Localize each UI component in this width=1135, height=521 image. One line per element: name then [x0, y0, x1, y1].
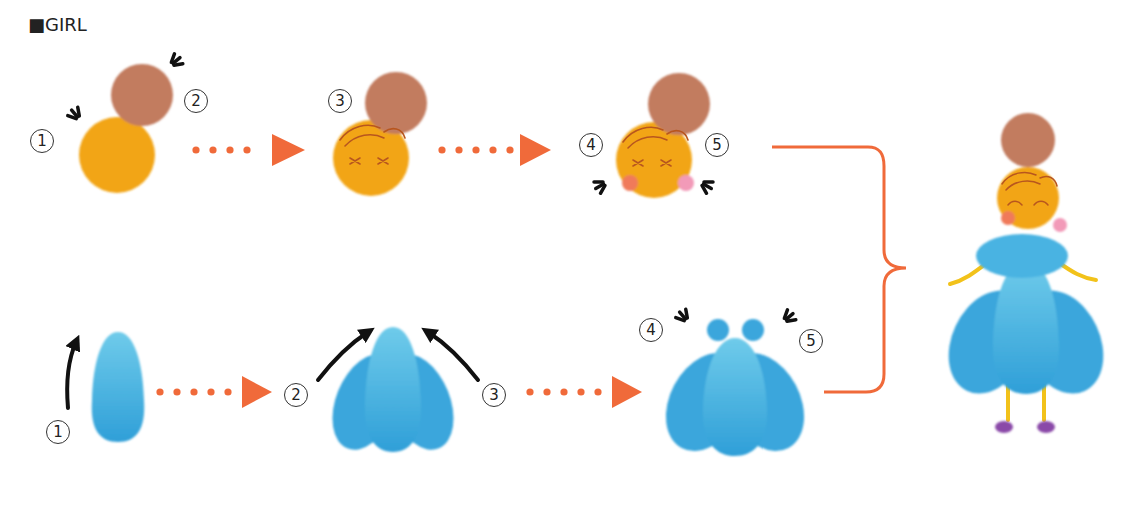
- tick-stroke: [786, 314, 793, 320]
- head-step-3: [616, 73, 710, 198]
- callout-number: 3: [328, 89, 352, 113]
- head-step-1: [79, 64, 173, 193]
- arrow-dot: [543, 388, 550, 395]
- arrow-dot: [226, 146, 233, 153]
- arrow-dot: [224, 388, 231, 395]
- callout-number: 3: [482, 383, 506, 407]
- tick-stroke: [686, 309, 688, 318]
- step-arrows: [156, 134, 642, 408]
- diagram-title: ■GIRL: [28, 14, 87, 36]
- tick-stroke: [680, 312, 686, 319]
- finished-girl: [933, 113, 1120, 433]
- callout-number: 2: [284, 383, 308, 407]
- emphasis-ticks: [68, 54, 796, 322]
- arrow-dot: [489, 146, 496, 153]
- arrow-dot: [438, 146, 445, 153]
- tick-stroke: [173, 58, 180, 64]
- arrow-dot: [192, 146, 199, 153]
- callout-number: 1: [30, 129, 54, 153]
- arrow-dot: [243, 146, 250, 153]
- direction-arrows: [67, 332, 478, 408]
- callout-number: 2: [184, 89, 208, 113]
- arrow-dot: [506, 146, 513, 153]
- tick-stroke: [787, 320, 796, 322]
- merge-bracket: [772, 147, 906, 392]
- tick-stroke: [174, 64, 183, 66]
- callout-number: 1: [46, 420, 70, 444]
- arrow-dot: [577, 388, 584, 395]
- callout-number: 4: [579, 133, 603, 157]
- dress-step-3: [650, 319, 820, 465]
- arrow-dot: [209, 146, 216, 153]
- callout-number: 5: [705, 133, 729, 157]
- arrow-dot: [455, 146, 462, 153]
- tick-stroke: [596, 184, 604, 189]
- arrow-dot: [156, 388, 163, 395]
- tick-stroke: [78, 107, 80, 116]
- arrow-dot: [560, 388, 567, 395]
- arrow-dot: [173, 388, 180, 395]
- arrow-dot: [190, 388, 197, 395]
- arrow-dot: [526, 388, 533, 395]
- callout-number: 5: [799, 329, 823, 353]
- tick-stroke: [594, 180, 603, 184]
- callout-number: 4: [639, 318, 663, 342]
- arrow-dot: [594, 388, 601, 395]
- tick-stroke: [702, 185, 707, 193]
- tick-stroke: [72, 110, 78, 117]
- arrow-dot: [472, 146, 479, 153]
- arrow-dot: [207, 388, 214, 395]
- dress-step-1: [92, 332, 145, 442]
